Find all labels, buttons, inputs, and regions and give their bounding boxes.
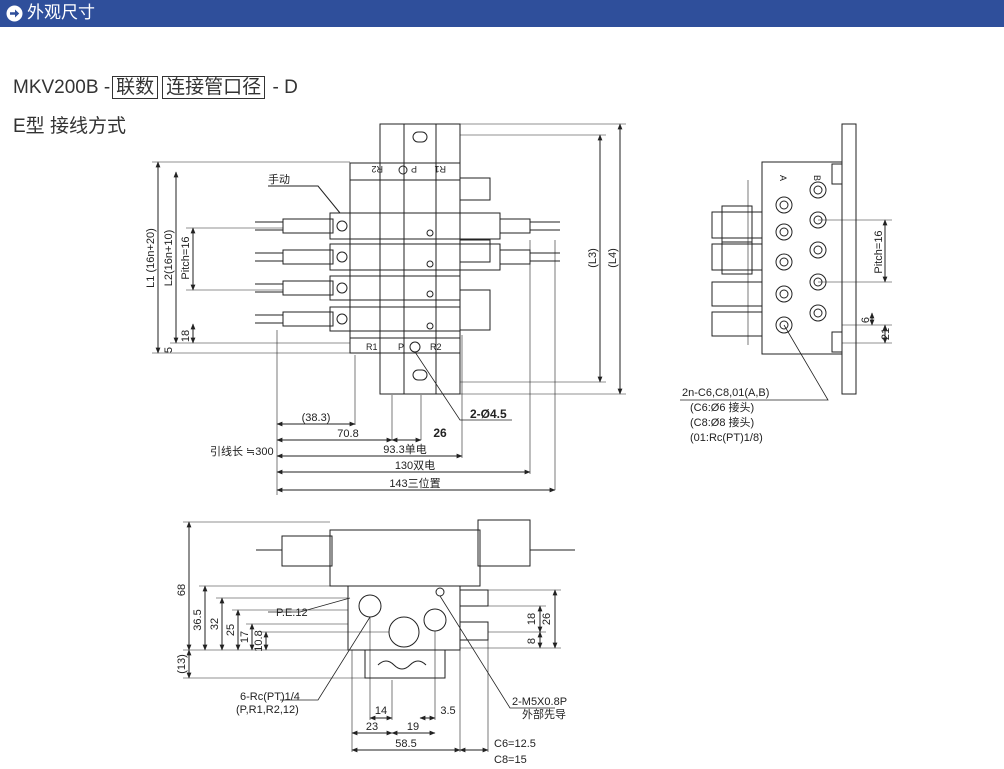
arrow-right-circle-icon — [6, 5, 23, 22]
dim-14: 14 — [375, 705, 387, 717]
port-r1-top: R1 — [434, 164, 446, 174]
dim-l3: (L3) — [587, 248, 599, 268]
side-manifold — [761, 161, 843, 355]
dim-58-5: 58.5 — [395, 738, 416, 750]
dim-25: 25 — [225, 624, 237, 636]
m5-note-1: 2-M5X0.8P — [512, 696, 567, 708]
port-circle — [358, 594, 382, 618]
model-prefix: MKV200B — [13, 77, 99, 98]
dim-93-3: 93.3单电 — [383, 443, 426, 456]
port-p: P — [398, 342, 404, 352]
port-p-top: P — [411, 164, 417, 174]
valve-row — [255, 275, 461, 301]
model-separator: - — [272, 77, 279, 98]
dim-70-8: 70.8 — [337, 428, 358, 440]
port-r1: R1 — [366, 342, 378, 352]
dim-32: 32 — [209, 618, 221, 630]
dim-17: 17 — [239, 631, 251, 643]
rc-note-1: 6-Rc(PT)1/4 — [240, 691, 300, 703]
pe-label: P.E.12 — [276, 607, 308, 619]
dim-26: 26 — [433, 426, 447, 440]
valve-row — [255, 243, 560, 271]
base-body — [347, 585, 461, 651]
side-view — [680, 123, 892, 401]
top-view — [152, 123, 626, 495]
model-separator: - — [103, 77, 111, 98]
m5-note-2: 外部先导 — [522, 707, 566, 721]
valve-row — [255, 306, 461, 332]
dim-side-6: 6 — [860, 317, 872, 323]
dim-18: 18 — [180, 330, 192, 342]
port-note-1: 2n-C6,C8,01(A,B) — [682, 387, 769, 399]
dim-pitch: Pitch=16 — [180, 236, 192, 279]
dim-38-3: (38.3) — [302, 412, 331, 424]
model-box-count: 联数 — [112, 76, 159, 99]
dim-5: 5 — [163, 347, 175, 353]
top-view-labels: 手动 L1 (16n+20) L2(16n+10) Pitch=16 18 5 … — [145, 164, 619, 490]
dim-130: 130双电 — [395, 459, 435, 472]
model-box-port: 连接管口径 — [162, 76, 266, 99]
model-code: MKV200B -联数连接管口径 - D — [13, 76, 298, 99]
port-circle — [423, 608, 447, 632]
rc-note-2: (P,R1,R2,12) — [236, 704, 299, 716]
dim-c6: C6=12.5 — [494, 738, 536, 750]
dim-23: 23 — [366, 721, 378, 733]
dim-l2: L2(16n+10) — [163, 230, 175, 287]
dim-19: 19 — [407, 721, 419, 733]
dim-c8: C8=15 — [494, 754, 527, 766]
dim-hole: 2-Ø4.5 — [470, 407, 507, 421]
dim-l4: (L4) — [607, 248, 619, 268]
lead-length-label: 引线长 ≒300 — [210, 444, 274, 458]
valve-row — [255, 212, 560, 240]
side-pitch: Pitch=16 — [873, 230, 885, 273]
wiring-type-title: E型 接线方式 — [13, 116, 126, 137]
valve-body — [329, 529, 481, 587]
port-note-4: (01:Rc(PT)1/8) — [690, 432, 763, 444]
dim-143: 143三位置 — [389, 476, 440, 490]
section-header-bar: 外观尺寸 — [0, 0, 1004, 27]
port-r2: R2 — [430, 342, 442, 352]
dim-front-26: 26 — [541, 613, 553, 625]
dim-3-5: 3.5 — [440, 705, 455, 717]
manual-label: 手动 — [268, 172, 290, 186]
port-note-3: (C8:Ø8 接头) — [690, 416, 754, 429]
section-title: 外观尺寸 — [27, 3, 95, 22]
model-suffix: D — [284, 77, 298, 98]
p-port-symbol — [409, 341, 421, 353]
dim-36-5: 36.5 — [192, 609, 204, 630]
dim-front-18: 18 — [526, 613, 538, 625]
dim-front-8: 8 — [526, 638, 538, 644]
port-circle — [388, 616, 420, 648]
rail-clip — [364, 649, 446, 679]
side-view-labels: A B Pitch=16 6 21 2n-C6,C8,01(A,B) (C6:Ø… — [682, 175, 892, 444]
side-din-rail — [841, 123, 857, 395]
dim-68: 68 — [176, 584, 188, 596]
port-note-2: (C6:Ø6 接头) — [690, 401, 754, 414]
dim-l1: L1 (16n+20) — [145, 228, 157, 288]
front-view — [183, 519, 575, 753]
port-r2-top: R2 — [371, 164, 383, 174]
front-view-labels: 68 36.5 32 25 17 10.8 (13) P.E.12 18 26 … — [176, 584, 567, 766]
port-a-label: A — [778, 175, 788, 181]
port-b-label: B — [812, 175, 822, 181]
port-fittings — [775, 181, 827, 334]
dim-13: (13) — [176, 654, 188, 674]
manifold-base — [349, 162, 461, 354]
dim-10-8: 10.8 — [253, 630, 265, 651]
dim-side-21: 21 — [880, 328, 892, 340]
